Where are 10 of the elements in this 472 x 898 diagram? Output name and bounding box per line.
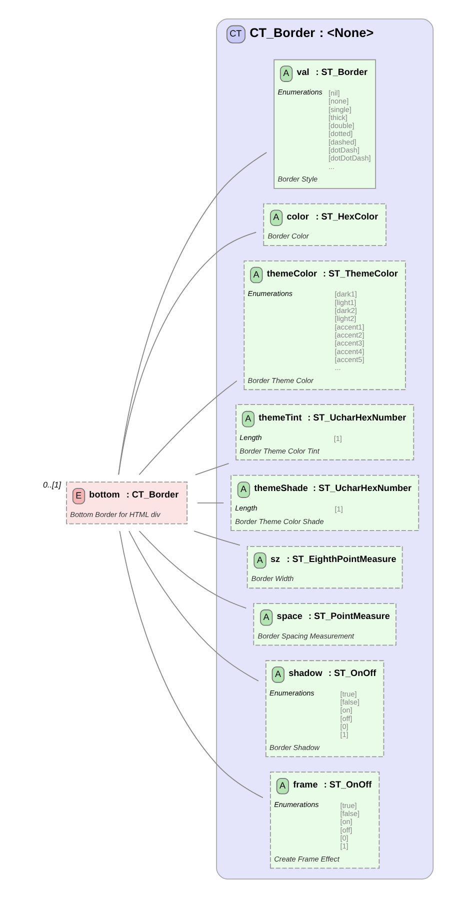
connector: [138, 530, 247, 609]
connector: [118, 152, 268, 476]
connector: [194, 530, 240, 546]
connector: [138, 380, 238, 476]
connector: [197, 502, 224, 504]
connector: [119, 530, 264, 798]
connector: [194, 463, 230, 476]
connector: [118, 232, 257, 476]
node-label: 0..[1]: [42, 480, 62, 490]
connector: [128, 530, 259, 682]
